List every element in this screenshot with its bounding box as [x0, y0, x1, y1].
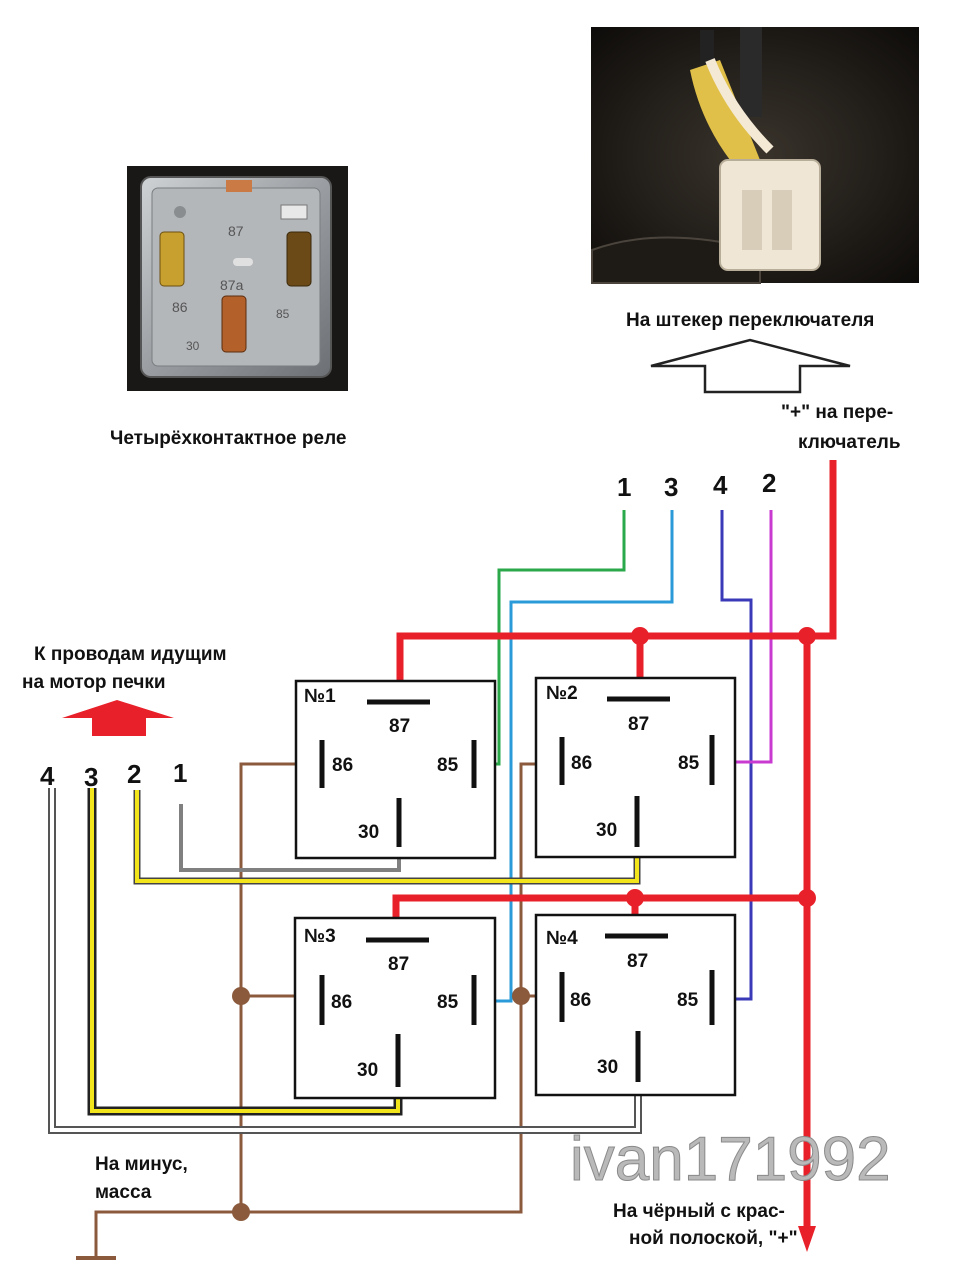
ground-wire	[94, 762, 562, 1258]
plus-arrow	[798, 1226, 816, 1252]
to-black-red-label-1: На чёрный с крас-	[613, 1201, 785, 1222]
blue-wire	[712, 510, 753, 1001]
relay-4: №4 87 86 85 30	[534, 913, 737, 1097]
plus-to-switch-label-1: "+" на пере-	[781, 402, 893, 423]
relay-1-pin-86: 86	[332, 755, 353, 776]
relay-photo-caption: Четырёхконтактное реле	[110, 428, 346, 449]
plus-to-switch-label-2: ключатель	[798, 432, 901, 453]
watermark: ivan171992	[570, 1125, 891, 1194]
switch-terminal-4: 4	[713, 470, 728, 500]
relay-2-pin-85: 85	[678, 753, 700, 774]
white-wire	[50, 788, 640, 1132]
motor-terminal-4: 4	[40, 761, 55, 791]
to-heater-motor-label-2: на мотор печки	[22, 672, 166, 693]
to-heater-motor-arrow	[62, 700, 174, 736]
relay-3-title: №3	[304, 926, 336, 947]
relay-1: №1 87 86 85 30	[294, 679, 497, 860]
relay-3: №3 87 86 85 30	[293, 916, 497, 1100]
photo-pin-30: 30	[186, 339, 200, 353]
relay-2-title: №2	[546, 683, 578, 704]
to-black-red-label-2: ной полоской, "+"	[629, 1228, 798, 1249]
switch-plug-photo	[591, 27, 919, 284]
motor-terminal-1: 1	[173, 758, 187, 788]
to-ground-label-2: масса	[95, 1182, 152, 1203]
junctions	[232, 627, 816, 1221]
wires	[48, 460, 837, 1260]
relay-3-pin-86: 86	[331, 992, 352, 1013]
relay-4-pin-30: 30	[597, 1057, 618, 1078]
relay-2: №2 87 86 85 30	[534, 676, 737, 859]
relay-1-pin-85: 85	[437, 755, 459, 776]
relay-1-pin-87: 87	[389, 716, 410, 737]
to-heater-motor-label-1: К проводам идущим	[34, 644, 227, 665]
photo-pin-87: 87	[228, 223, 244, 239]
relay-3-pin-87: 87	[388, 954, 409, 975]
photo-pin-85: 85	[276, 307, 290, 321]
relay-2-pin-30: 30	[596, 820, 617, 841]
relay-2-pin-86: 86	[571, 753, 592, 774]
switch-terminal-2: 2	[762, 468, 776, 498]
relay-3-pin-30: 30	[357, 1060, 378, 1081]
cyan-wire	[474, 510, 674, 1003]
relay-4-title: №4	[546, 928, 578, 949]
to-ground-label-1: На минус,	[95, 1154, 188, 1175]
motor-terminal-3: 3	[84, 762, 98, 792]
relay-3-pin-85: 85	[437, 992, 459, 1013]
switch-terminal-3: 3	[664, 472, 678, 502]
photo-pin-87a: 87a	[220, 277, 244, 293]
switch-terminal-1: 1	[617, 472, 631, 502]
relay-2-pin-87: 87	[628, 714, 649, 735]
yellow-wire	[135, 790, 639, 883]
relay-4-pin-86: 86	[570, 990, 591, 1011]
relay-1-title: №1	[304, 686, 336, 707]
motor-terminal-2: 2	[127, 759, 141, 789]
plus-wire	[392, 460, 837, 1228]
relay-4-pin-87: 87	[627, 951, 648, 972]
relay-photo: 87 87a 86 85 30	[127, 166, 348, 391]
relay-4-pin-85: 85	[677, 990, 699, 1011]
relay-1-pin-30: 30	[358, 822, 379, 843]
to-switch-plug-arrow	[650, 338, 851, 394]
photo-pin-86: 86	[172, 299, 188, 315]
switch-plug-caption: На штекер переключателя	[626, 310, 874, 331]
